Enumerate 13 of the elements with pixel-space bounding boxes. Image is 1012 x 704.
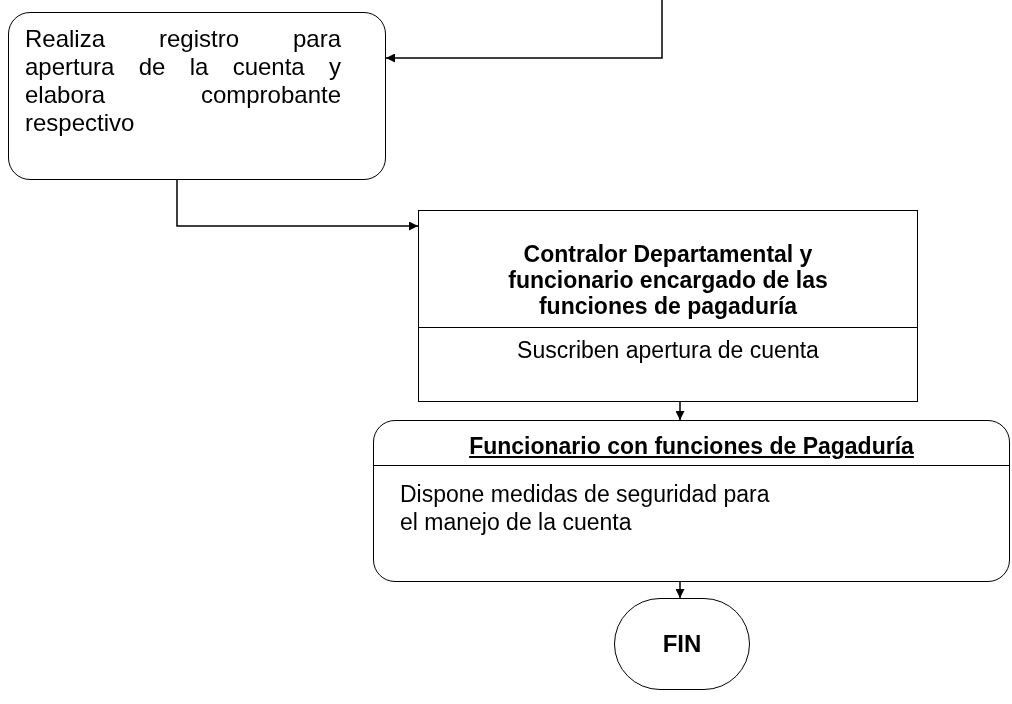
arrow [675,581,685,599]
step-text: Dispone medidas de seguridad para el manejo de la cuenta [399,480,771,537]
role-heading: Funcionario con funciones de Pagaduría [374,421,1009,466]
arrow [176,179,419,231]
arrow [385,0,663,63]
process-box [373,420,1010,582]
arrow [675,401,685,421]
terminator-text: FIN [661,630,703,658]
step-text: Suscriben apertura de cuenta [516,336,820,365]
step-text: Realiza registro para apertura de la cuenta y elabora comprobante respectivo [24,24,342,138]
process-box [418,210,918,402]
process-box [8,12,386,180]
role-heading: Contralor Departamental y funcionario encargado de las funciones de pagaduría [419,211,917,328]
